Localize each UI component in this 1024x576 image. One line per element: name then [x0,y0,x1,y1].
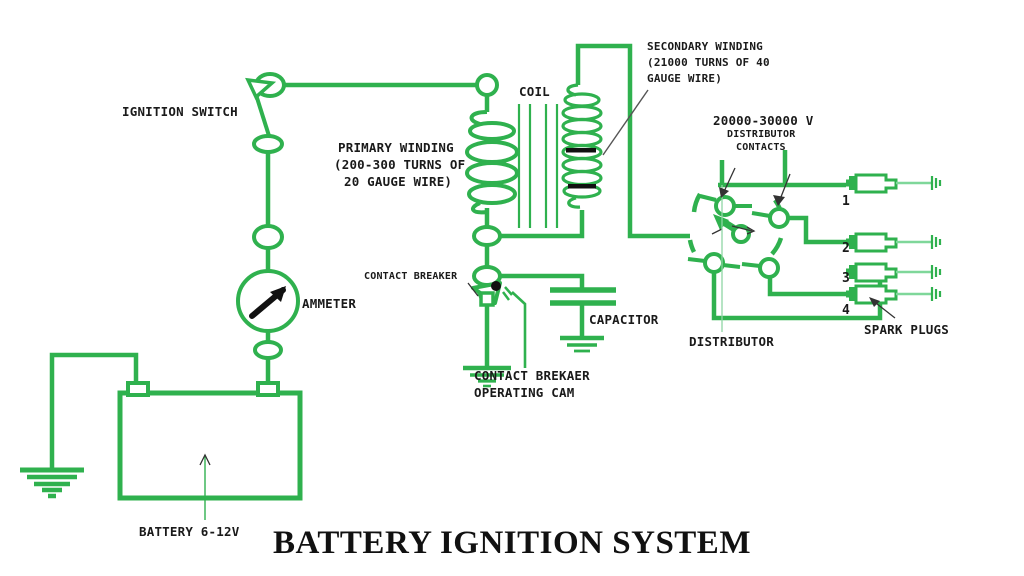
spark-plug-3 [846,262,942,283]
spark-plugs-leader-head [869,297,880,307]
ignition-switch-label: IGNITION SWITCH [122,104,238,119]
distributor-cap-arcs [687,192,785,256]
distributor-label: DISTRIBUTOR [689,334,774,349]
spark-plug-number-3: 3 [842,271,850,286]
capacitor-label: CAPACITOR [589,312,659,327]
contact-breaker-label: CONTACT BREAKER [364,271,458,282]
ground-symbol-capacitor [560,335,604,353]
contacts-leader-1-head [719,187,729,198]
secondary-winding-label-line2: (21000 TURNS OF 40 [647,56,770,69]
spark-plug-1 [846,173,942,194]
wire-battery-neg-to-ground [49,352,139,470]
output-voltage-label: 20000-30000 V [713,113,814,128]
distributor-rotor [718,217,751,244]
page-title: BATTERY IGNITION SYSTEM [273,525,751,561]
ignition-switch-lower-terminal [252,134,284,154]
spark-plug-2 [846,232,942,253]
primary-winding-label-line2: (200-300 TURNS OF [334,157,466,172]
contact-breaker-label-leader [467,282,479,297]
distributor-contact-leads [687,194,771,269]
distributor [687,167,791,330]
distributor-rotor-arrowhead [713,214,729,230]
ammeter [236,224,300,360]
operating-cam-leader [511,291,527,368]
distributor-rotation-tick [711,228,723,235]
coil-primary-top-node [475,73,499,97]
secondary-winding-label-line3: GAUGE WIRE) [647,72,723,85]
distributor-rotation-arrow [731,225,753,232]
distributor-contact-1 [714,195,736,217]
spark-plugs [846,173,942,319]
operating-cam-label-line2: OPERATING CAM [474,385,575,400]
battery-label: BATTERY 6-12V [139,524,240,539]
battery-body [117,390,303,501]
coil-core [517,104,559,228]
primary-winding [465,110,519,215]
wire-group [49,43,883,470]
contact-breaker-spark-ticks [475,286,513,301]
contact-breaker [467,265,527,368]
ammeter-label: AMMETER [302,296,357,311]
battery-leader-arrow [199,453,211,466]
battery-terminal-positive [256,381,280,397]
wire-secondary-to-distributor [575,43,690,239]
ignition-coil [465,73,649,247]
ignition-switch-arrowhead [245,77,277,100]
ammeter-top-terminal [252,224,284,250]
spark-plug-number-1: 1 [842,194,850,209]
distributor-contact-4 [703,252,725,274]
distributor-rotation-arrowhead [746,226,756,235]
distributor-contacts-label-line2: CONTACTS [736,142,786,153]
secondary-winding-label-line1: SECONDARY WINDING [647,40,763,53]
wire-contact2-to-plug2 [783,215,846,245]
contacts-leader-2-head [773,195,785,206]
operating-cam-label-line1: CONTACT BREKAER [474,368,590,383]
ammeter-bottom-terminal [253,340,283,360]
secondary-winding-leader [602,89,649,156]
distributor-contact-3 [758,257,780,279]
secondary-winding [561,83,603,209]
ignition-switch[interactable] [245,72,286,154]
ammeter-needle-head [270,286,286,302]
distributor-contact-2 [768,207,790,229]
ground-symbol-contactbreaker [463,365,511,388]
spark-plug-4 [846,284,942,305]
primary-winding-label-line3: 20 GAUGE WIRE) [344,174,453,189]
primary-winding-label-line1: PRIMARY WINDING [338,140,454,155]
contact-breaker-fixed-contact [479,291,495,307]
wire-coil-bottom-bridge [497,210,585,239]
spark-plug-number-4: 4 [842,303,850,318]
battery-terminal-negative [126,381,150,397]
ground-symbol-battery [20,467,84,499]
contact-breaker-cam-dot [491,281,501,291]
spark-plugs-label: SPARK PLUGS [864,322,949,337]
wire-contactbreaker-to-capacitor [498,273,585,290]
coil-label: COIL [519,84,550,99]
spark-plug-number-2: 2 [842,241,850,256]
coil-primary-bottom-node [472,225,502,247]
secondary-winding-accent-1 [566,148,596,153]
battery [117,381,303,520]
distributor-contacts-label-line1: DISTRIBUTOR [727,129,796,140]
capacitor [550,287,616,306]
secondary-winding-accent-2 [568,184,596,189]
